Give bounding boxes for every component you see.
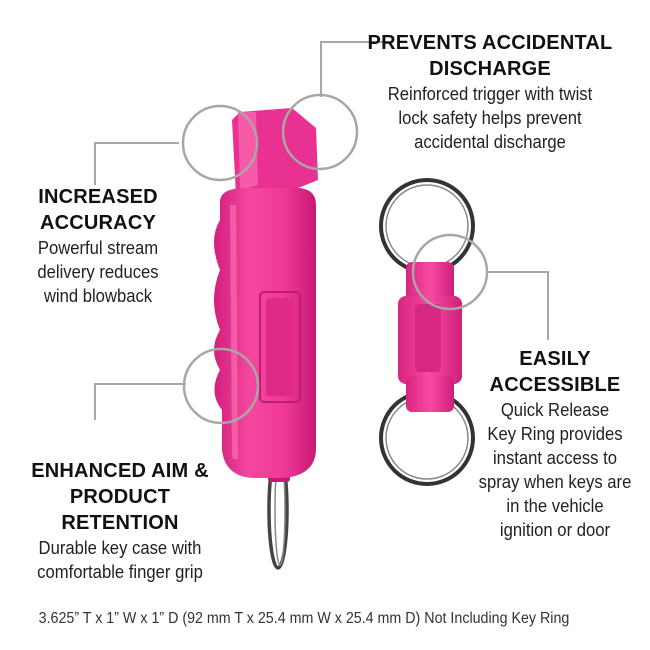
dimensions-text: 3.625” T x 1” W x 1” D (92 mm T x 25.4 m… (38, 610, 570, 627)
callout-circles (181, 93, 489, 425)
leader-lines (94, 41, 549, 420)
quick-release-clip (398, 262, 462, 412)
feature-title: ENHANCED AIM &PRODUCT RETENTION (31, 460, 209, 534)
feature-enhanced-aim: ENHANCED AIM &PRODUCT RETENTION Durable … (10, 458, 230, 584)
